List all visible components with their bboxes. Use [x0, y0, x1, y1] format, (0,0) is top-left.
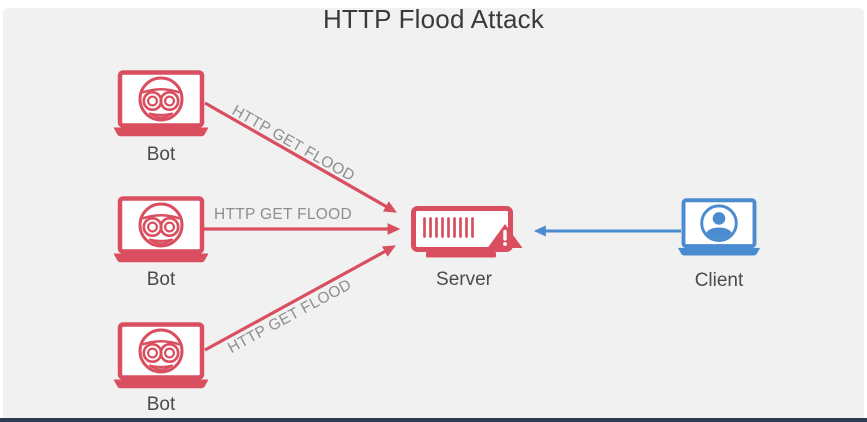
- bot-laptop-icon: [113, 196, 209, 263]
- client-label: Client: [694, 270, 744, 291]
- bot-label-2: Bot: [146, 269, 176, 290]
- server-warning-icon: [411, 206, 523, 258]
- bot-laptop-icon: [113, 322, 209, 389]
- bot-label-1: Bot: [146, 144, 176, 165]
- bottom-accent-bar: [0, 418, 867, 422]
- diagram-title: HTTP Flood Attack: [322, 4, 545, 34]
- user-icon: [700, 204, 738, 242]
- bot-laptop-icon: [113, 70, 209, 137]
- server-label: Server: [436, 269, 492, 290]
- edge-label-middle: HTTP GET FLOOD: [214, 206, 352, 223]
- client-laptop-icon: [677, 198, 761, 256]
- bot-label-3: Bot: [146, 394, 176, 415]
- server-vents: [423, 217, 474, 238]
